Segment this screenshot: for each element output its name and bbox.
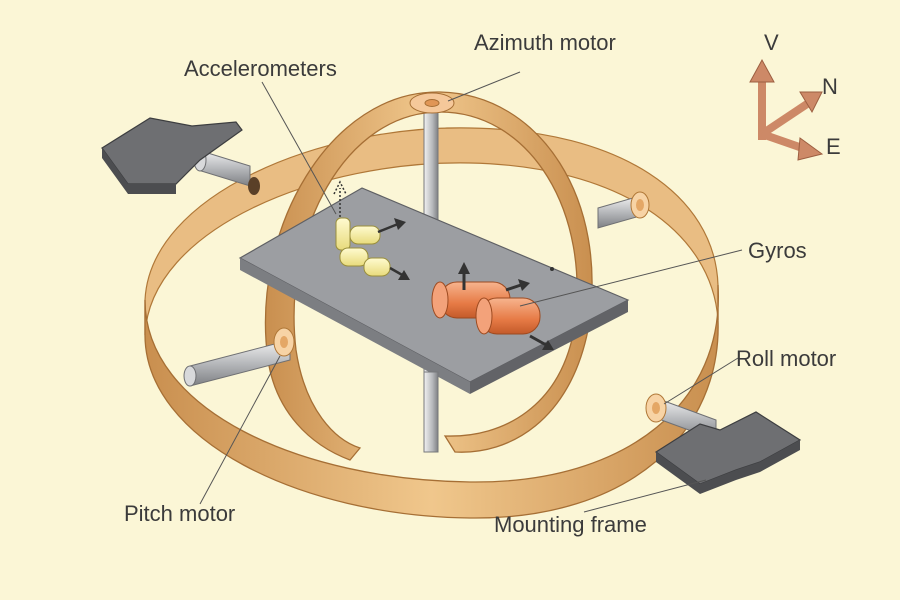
gyros (431, 262, 554, 350)
label-pitch-motor: Pitch motor (124, 501, 235, 526)
azimuth-motor (409, 92, 455, 114)
leader-lines (199, 71, 743, 513)
compass-axes: V N E (749, 30, 841, 161)
leader-gyros (519, 249, 743, 307)
compass-e: E (826, 134, 841, 159)
azimuth-shaft-lower (423, 371, 439, 453)
compass-n: N (822, 74, 838, 99)
leader-accelerometers (261, 81, 337, 215)
label-mounting-frame: Mounting frame (494, 512, 647, 537)
accelerometers (333, 180, 410, 280)
ring-hole (248, 177, 260, 195)
mounting-frame-right (654, 411, 802, 494)
label-azimuth-motor: Azimuth motor (474, 30, 616, 55)
inner-ring (264, 91, 593, 461)
pitch-rod (183, 327, 295, 387)
leader-azimuth (447, 71, 521, 102)
right-back-rod (597, 191, 650, 229)
leader-pitch (199, 355, 281, 505)
outer-ring-front (144, 177, 719, 519)
compass-v: V (764, 30, 779, 55)
mounting-frame-left (101, 117, 243, 194)
label-accelerometers: Accelerometers (184, 56, 337, 81)
label-roll-motor: Roll motor (736, 346, 836, 371)
leader-roll (663, 357, 739, 405)
label-gyros: Gyros (748, 238, 807, 263)
leader-mounting (583, 479, 707, 513)
